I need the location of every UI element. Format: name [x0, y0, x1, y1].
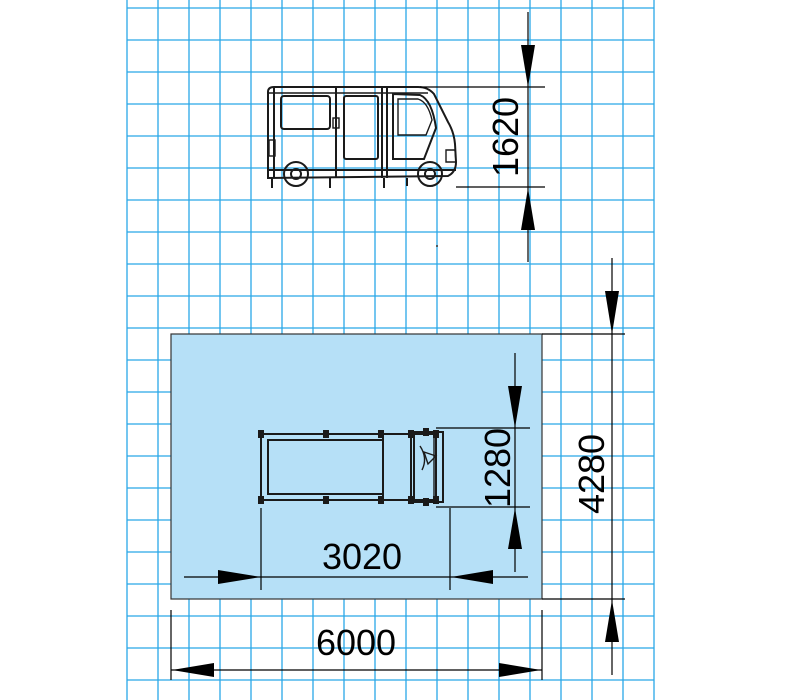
frame-bracket [323, 496, 329, 504]
dim-label-van-width: 1280 [477, 428, 518, 508]
frame-bracket [258, 496, 264, 504]
dimension-van-height: 1620 [420, 12, 545, 262]
van-plan-view-icon [258, 428, 444, 506]
floor-area [170, 333, 543, 600]
dimension-van-width: 1280 [436, 353, 530, 572]
van-side-elevation-icon [267, 86, 458, 188]
frame-bracket [423, 498, 429, 506]
dimension-area-depth: 4280 [542, 258, 625, 675]
dim-label-area-width: 6000 [316, 622, 396, 663]
frame-bracket [258, 430, 264, 438]
frame-bracket [423, 428, 429, 436]
stray-dot [436, 245, 438, 247]
dim-label-area-depth: 4280 [571, 434, 612, 514]
dim-label-van-length: 3020 [322, 536, 402, 577]
frame-bracket [378, 496, 384, 504]
frame-bracket [433, 430, 439, 438]
frame-bracket [378, 430, 384, 438]
frame-bracket [408, 496, 414, 504]
frame-bracket [408, 430, 414, 438]
dimension-area-width: 6000 [170, 610, 543, 680]
dimension-van-length: 3020 [184, 508, 528, 590]
frame-bracket [433, 496, 439, 504]
frame-bracket [323, 430, 329, 438]
dim-label-van-height: 1620 [485, 97, 526, 177]
